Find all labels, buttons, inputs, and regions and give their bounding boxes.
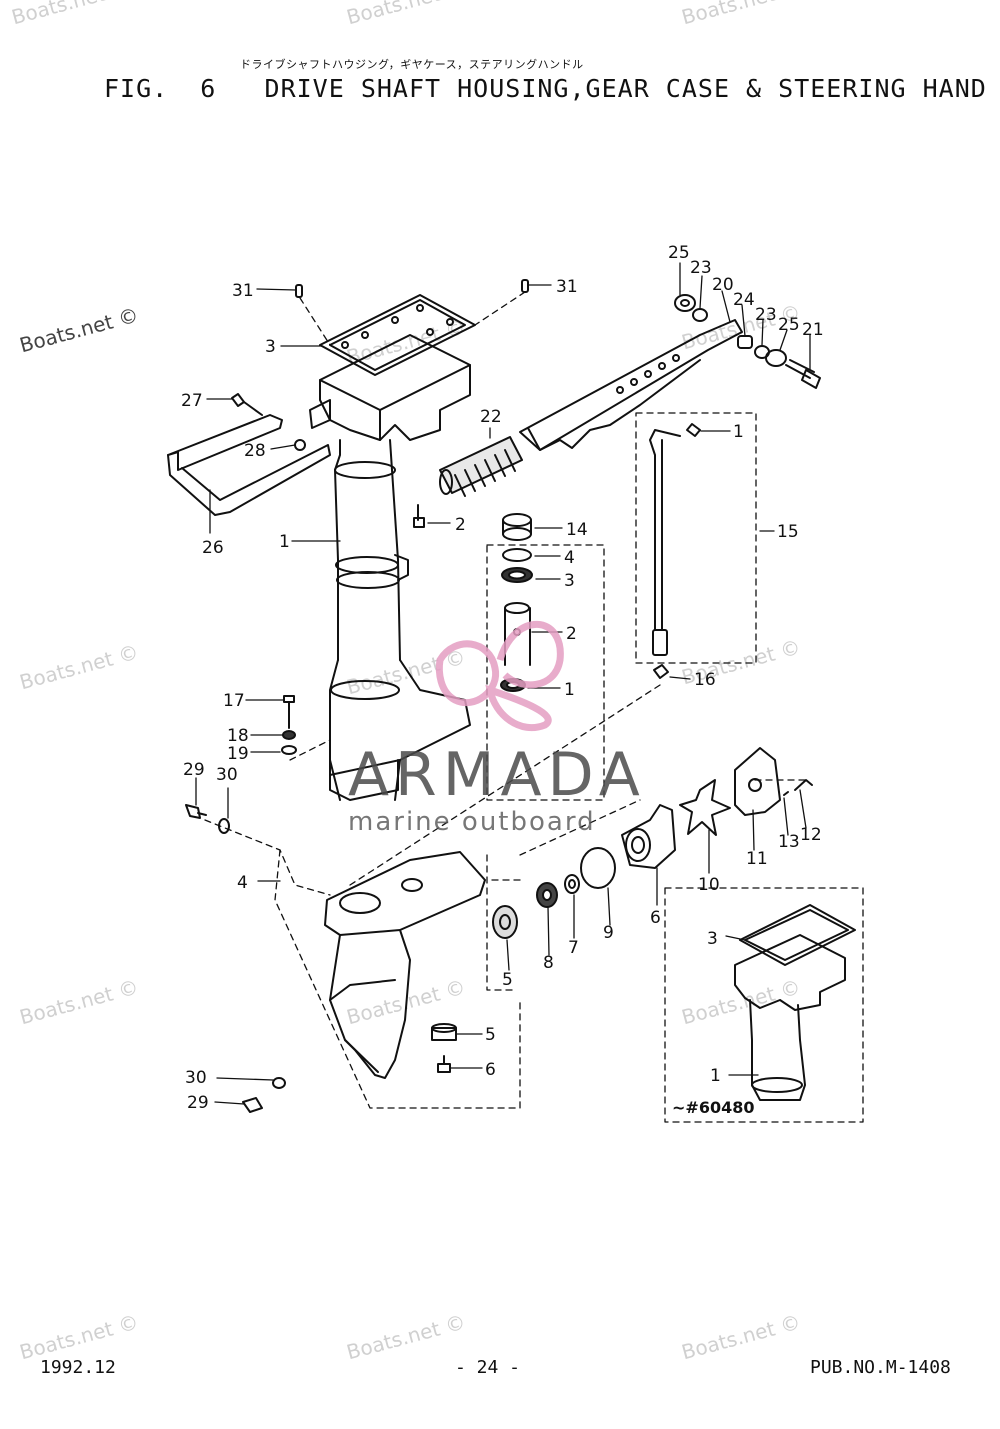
callout-27: 27 bbox=[181, 391, 203, 411]
bushing-kit bbox=[500, 513, 533, 692]
callout-25b: 25 bbox=[778, 315, 800, 335]
callout-7: 7 bbox=[568, 938, 579, 958]
callout-21: 21 bbox=[802, 320, 824, 340]
drain-screw-left bbox=[185, 804, 230, 834]
callout-6a: 6 bbox=[650, 908, 661, 928]
callout-10: 10 bbox=[698, 875, 720, 895]
gear-case bbox=[324, 851, 486, 1079]
dashed-lines bbox=[204, 291, 864, 1123]
screws-17-18-19 bbox=[281, 695, 297, 755]
inset-assembly bbox=[734, 904, 856, 1101]
callout-30a: 30 bbox=[216, 765, 238, 785]
prop-shaft-parts bbox=[492, 747, 813, 939]
callout-6b: 6 bbox=[485, 1060, 496, 1080]
armada-brand-tagline: marine outboard bbox=[348, 807, 596, 837]
footer-page-number: - 24 - bbox=[455, 1357, 521, 1378]
callout-23b: 23 bbox=[755, 305, 777, 325]
callout-1d: 1 bbox=[710, 1066, 721, 1086]
callout-1b: 1 bbox=[733, 422, 744, 442]
upper-casing bbox=[309, 334, 471, 441]
callout-23a: 23 bbox=[690, 258, 712, 278]
callout-29a: 29 bbox=[183, 760, 205, 780]
inset-serial-note: ~#60480 bbox=[672, 1098, 754, 1117]
drain-screw-lower bbox=[242, 1077, 286, 1113]
callout-12: 12 bbox=[800, 825, 822, 845]
steering-bracket bbox=[167, 393, 331, 516]
leader-lines bbox=[195, 262, 811, 1105]
callout-31b: 31 bbox=[556, 277, 578, 297]
shift-rod-assembly bbox=[649, 423, 701, 679]
callout-19: 19 bbox=[227, 744, 249, 764]
callout-14: 14 bbox=[566, 520, 588, 540]
bolts-31 bbox=[295, 279, 529, 298]
callout-4a: 4 bbox=[564, 548, 575, 568]
callout-1c: 1 bbox=[564, 680, 575, 700]
callout-1a: 1 bbox=[279, 532, 290, 552]
upper-mount-plate bbox=[319, 294, 476, 376]
callout-13: 13 bbox=[778, 832, 800, 852]
figure-title: FIG. 6 DRIVE SHAFT HOUSING,GEAR CASE & S… bbox=[104, 74, 987, 103]
callout-2a: 2 bbox=[455, 515, 466, 535]
callout-3b: 3 bbox=[564, 571, 575, 591]
steering-handle bbox=[439, 319, 743, 497]
callout-22: 22 bbox=[480, 407, 502, 427]
callout-5a: 5 bbox=[502, 970, 513, 990]
callout-16: 16 bbox=[694, 670, 716, 690]
footer-date: 1992.12 bbox=[40, 1357, 116, 1378]
callout-2b: 2 bbox=[566, 624, 577, 644]
callout-25a: 25 bbox=[668, 243, 690, 263]
callout-3c: 3 bbox=[707, 929, 718, 949]
callout-30b: 30 bbox=[185, 1068, 207, 1088]
armada-logo-icon bbox=[435, 620, 564, 732]
japanese-title: ドライブシャフトハウジング，ギヤケース，ステアリングハンドル bbox=[240, 58, 584, 71]
callout-3a: 3 bbox=[265, 337, 276, 357]
callout-31a: 31 bbox=[232, 281, 254, 301]
callout-11: 11 bbox=[746, 849, 768, 869]
armada-brand-name: ARMADA bbox=[348, 740, 646, 810]
bolt-2 bbox=[413, 504, 425, 528]
drive-shaft-housing bbox=[329, 439, 471, 801]
callout-4b: 4 bbox=[237, 873, 248, 893]
armada-brand-watermark: ARMADA marine outboard bbox=[348, 620, 646, 837]
callout-18: 18 bbox=[227, 726, 249, 746]
callout-5b: 5 bbox=[485, 1025, 496, 1045]
anode-and-bolt bbox=[431, 1023, 457, 1073]
callout-9: 9 bbox=[603, 923, 614, 943]
callout-26: 26 bbox=[202, 538, 224, 558]
footer-publication-number: PUB.NO.M-1408 bbox=[810, 1357, 951, 1378]
callout-29b: 29 bbox=[187, 1093, 209, 1113]
callout-20: 20 bbox=[712, 275, 734, 295]
callout-labels: 31 31 3 27 28 26 1 2 22 25 23 20 24 23 2… bbox=[181, 243, 824, 1117]
callout-17: 17 bbox=[223, 691, 245, 711]
callout-15: 15 bbox=[777, 522, 799, 542]
callout-8: 8 bbox=[543, 953, 554, 973]
callout-28: 28 bbox=[244, 441, 266, 461]
callout-24: 24 bbox=[733, 290, 755, 310]
